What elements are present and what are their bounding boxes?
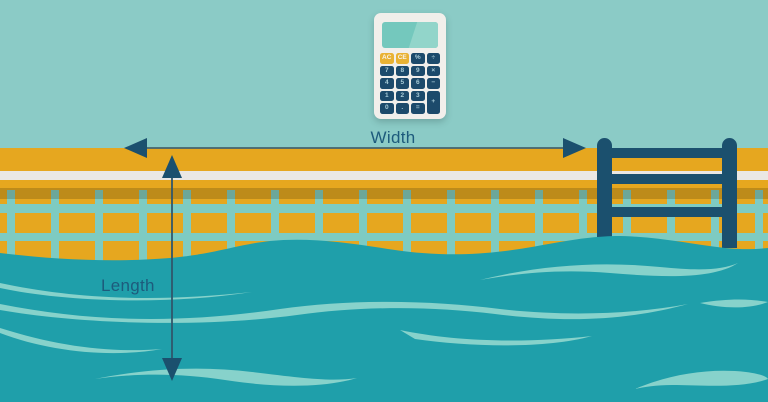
calc-button-multiply: ×	[426, 65, 440, 77]
calc-button-2: 2	[395, 90, 409, 102]
width-arrowhead-left	[124, 138, 147, 158]
calculator-keypad: AC CE % ÷ 7 8 9 × 4 5 6 − 1 2 3 + 0 . =	[380, 53, 440, 114]
calc-button-decimal: .	[395, 103, 409, 114]
wave-swoosh	[0, 328, 162, 354]
wave-swoosh	[400, 330, 592, 346]
calc-button-5: 5	[395, 78, 409, 89]
wave-highlights	[0, 263, 768, 389]
wave-swoosh	[0, 301, 688, 323]
calc-button-4: 4	[380, 78, 394, 89]
width-arrowhead-right	[563, 138, 586, 158]
water-surface	[0, 236, 768, 402]
pool-deck-edge	[0, 148, 768, 171]
calc-button-plus: +	[426, 90, 440, 114]
wave-swoosh	[700, 299, 768, 308]
calc-button-9: 9	[411, 65, 425, 77]
calc-button-percent: %	[411, 53, 425, 64]
calc-button-clear-all: AC	[380, 53, 394, 64]
pool-deck-stripe	[0, 171, 768, 180]
length-arrow	[162, 155, 182, 381]
calc-button-equals: =	[411, 103, 425, 114]
calculator-screen	[382, 22, 438, 48]
calc-button-7: 7	[380, 65, 394, 77]
calc-button-minus: −	[426, 78, 440, 89]
wave-swoosh	[0, 283, 252, 301]
calculator: AC CE % ÷ 7 8 9 × 4 5 6 − 1 2 3 + 0 . =	[374, 13, 446, 119]
length-arrowhead-top	[162, 155, 182, 178]
calc-button-0: 0	[380, 103, 394, 114]
wave-swoosh	[95, 368, 357, 386]
calc-button-3: 3	[411, 90, 425, 102]
pool-wall-shadow	[0, 188, 768, 199]
calc-button-6: 6	[411, 78, 425, 89]
length-label: Length	[101, 276, 155, 295]
wave-swoosh	[635, 370, 768, 389]
wave-swoosh	[480, 263, 738, 280]
pool-deck-lower-edge	[0, 180, 768, 190]
calc-button-1: 1	[380, 90, 394, 102]
calc-button-divide: ÷	[426, 53, 440, 64]
calc-button-clear-entry: CE	[395, 53, 409, 64]
width-arrow	[124, 138, 586, 158]
width-label: Width	[370, 128, 416, 147]
length-arrowhead-bottom	[162, 358, 182, 381]
calc-button-8: 8	[395, 65, 409, 77]
